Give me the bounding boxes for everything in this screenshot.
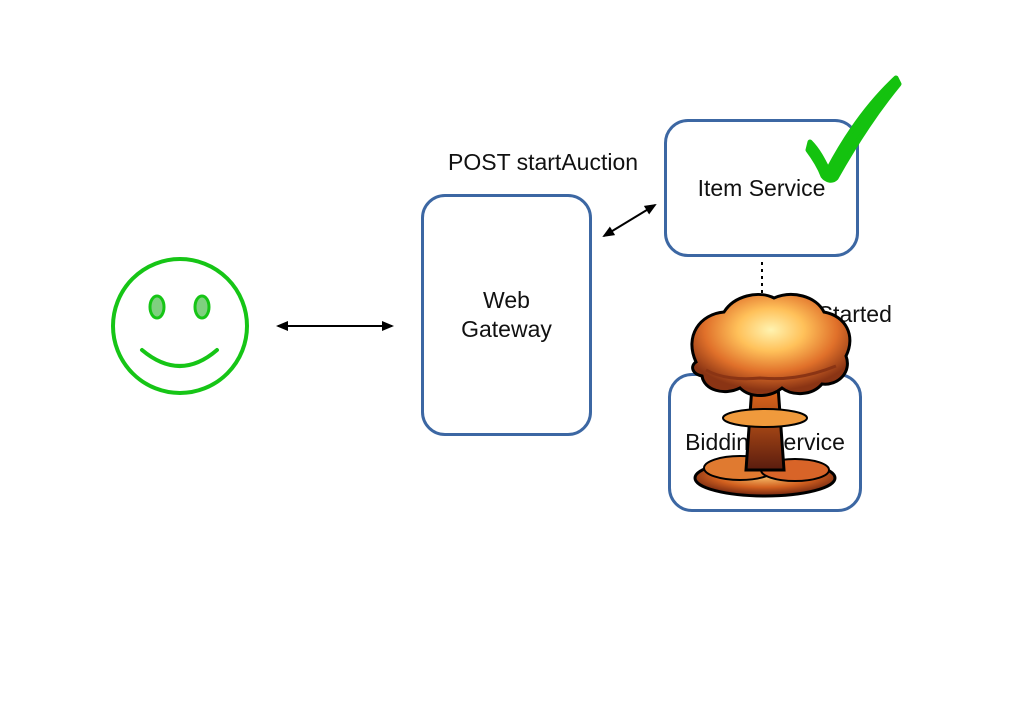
post-start-auction-label: POST startAuction — [448, 149, 639, 175]
item-service-label: Item Service — [697, 174, 826, 201]
gateway-item-arrow — [602, 203, 657, 238]
web-gateway-label-line1: Web — [483, 287, 530, 313]
item-service-node: Item Service — [664, 119, 859, 257]
mushroom-cloud-explosion-icon — [690, 293, 852, 498]
web-gateway-label-line2: Gateway — [461, 316, 552, 342]
web-gateway-node: Web Gateway — [421, 194, 592, 436]
checkmark-icon — [805, 75, 902, 183]
smiley-face-icon — [111, 257, 249, 395]
